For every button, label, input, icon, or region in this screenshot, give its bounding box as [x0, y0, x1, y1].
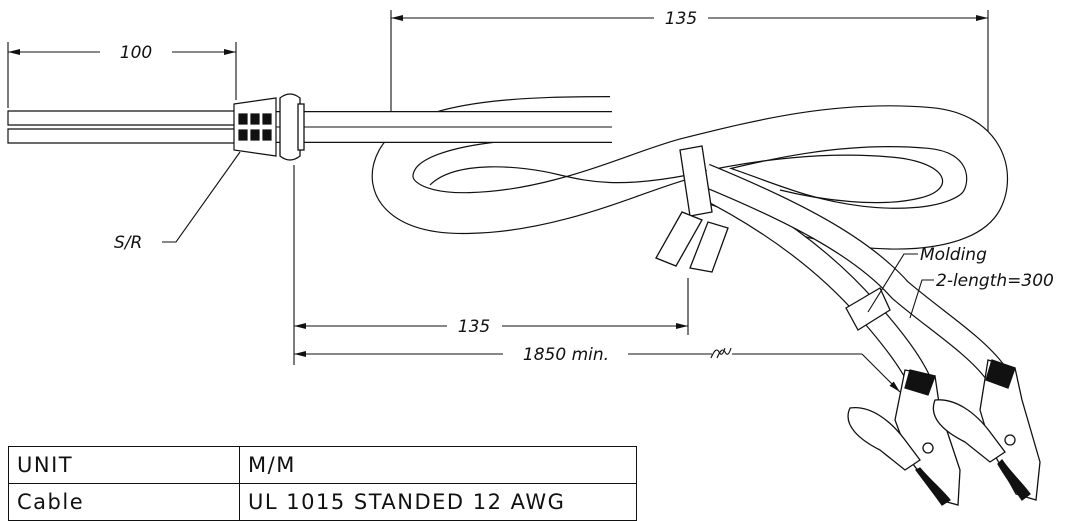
- table-row: UNIT M/M: [8, 446, 637, 484]
- molding-sleeve: [845, 287, 891, 331]
- label-lead-length: 2-length=300: [936, 271, 1054, 291]
- leader-molding: [867, 253, 918, 313]
- alligator-clip-right: [932, 359, 1041, 501]
- cable-body: [236, 96, 1009, 388]
- leader-lead-length: [909, 279, 934, 319]
- leader-sr: [162, 151, 241, 243]
- label-sr: S/R: [114, 233, 142, 253]
- stripped-wire-ends: [7, 110, 237, 144]
- dim-label-135-top: 135: [665, 9, 697, 29]
- grommet: [279, 93, 305, 161]
- strain-relief: [233, 97, 277, 157]
- spec-value-cable: UL 1015 STANDED 12 AWG: [239, 483, 637, 521]
- dim-label-100: 100: [120, 43, 152, 63]
- dimension-grommet-to-bundle: [293, 165, 689, 365]
- spec-value-unit: M/M: [239, 446, 637, 484]
- label-molding: Molding: [920, 245, 987, 265]
- spec-key-unit: UNIT: [8, 446, 240, 484]
- dimension-strip-length: [7, 42, 237, 108]
- dimension-total-length: [294, 347, 901, 393]
- dim-label-1850: 1850 min.: [523, 345, 609, 365]
- dim-label-135-bottom: 135: [458, 317, 490, 337]
- table-row: Cable UL 1015 STANDED 12 AWG: [8, 483, 637, 521]
- spec-table: UNIT M/M Cable UL 1015 STANDED 12 AWG: [8, 446, 637, 521]
- cable-tie: [655, 145, 729, 273]
- spec-key-cable: Cable: [8, 483, 240, 521]
- alligator-clip-left: [847, 369, 961, 506]
